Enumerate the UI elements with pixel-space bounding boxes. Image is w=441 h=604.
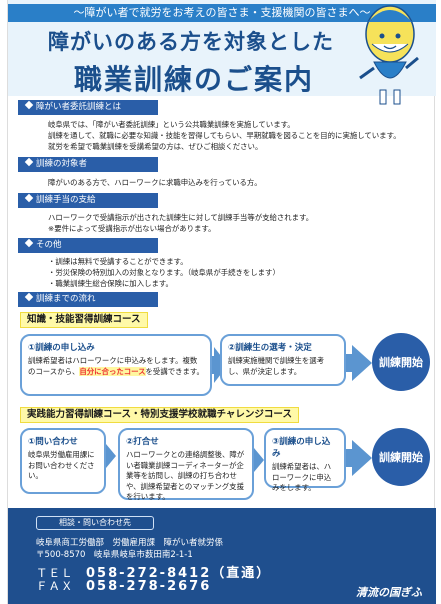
course2-step3-box: ③訓練の申し込み 訓練希望者は、ハローワークに申込みをします。: [264, 428, 346, 492]
course2-step1-title: ①問い合わせ: [28, 437, 78, 447]
diamond-icon: [24, 238, 34, 248]
contact-office: 岐阜県商工労働部 労働雇用課 障がい者就労係: [36, 538, 224, 548]
other-line: ・訓練は無料で受講することができます。: [48, 257, 188, 266]
diamond-icon: [24, 292, 34, 302]
contact-fax: ＦＡＸ 058-278-2676: [36, 579, 212, 594]
other-text: ・訓練は無料で受講することができます。 ・労災保険の特別加入の対象となります。（…: [48, 256, 428, 289]
tagline: ～障がい者で就労をお考えの皆さま・支援機関の皆さまへ～: [8, 4, 436, 22]
arrow-right-icon: [106, 444, 116, 468]
course2-step3-title: ③訓練の申し込み: [272, 437, 331, 459]
course2-step3-body: 訓練希望者は、ハローワークに申込みをします。: [272, 462, 332, 492]
course1-step1-box: ①訓練の申し込み 訓練希望者はハローワークに申込みをします。複数のコースから、自…: [20, 334, 212, 396]
target-text: 障がいのある方で、ハローワークに求職申込みを行っている方。: [48, 177, 428, 188]
prefecture-logo: 清流の国ぎふ: [356, 586, 422, 599]
arrow-right-icon: [352, 440, 372, 476]
arrow-right-icon: [352, 345, 372, 381]
diamond-icon: [24, 157, 34, 167]
diamond-icon: [24, 193, 34, 203]
contact-footer: 相談・問い合わせ先 岐阜県商工労働部 労働雇用課 障がい者就労係 〒500-85…: [8, 508, 436, 604]
diamond-icon: [24, 100, 34, 110]
flyer-page: ～障がい者で就労をお考えの皆さま・支援機関の皆さまへ～ 障がいのある方を対象とし…: [7, 0, 436, 604]
target-line: 障がいのある方で、ハローワークに求職申込みを行っている方。: [48, 178, 262, 187]
mascot-illustration: [359, 5, 419, 105]
course1-step2-title: ②訓練生の選考・決定: [228, 343, 312, 353]
course2-step2-title: ②打合せ: [126, 437, 159, 447]
course1-step1-body: 訓練希望者はハローワークに申込みをします。複数のコースから、自分に合ったコースを…: [28, 356, 204, 376]
about-line: 訓練を通して、就職に必要な知識・技能を習得してもらい、早期就職を図ることを目的に…: [48, 131, 401, 140]
course2-banner: 実践能力習得訓練コース・特別支援学校就職チャレンジコース: [20, 407, 299, 423]
course1-step2-body: 訓練実施機関で訓練生を選考し、県が決定します。: [228, 356, 325, 376]
section-header-target: 訓練の対象者: [18, 157, 158, 172]
about-line: 就労を希望で職業訓練を受講希望の方は、ぜひご相談ください。: [48, 142, 263, 151]
other-line: ・労災保険の特別加入の対象となります。（岐阜県が手続きをします）: [48, 268, 280, 277]
course1-step1-title: ①訓練の申し込み: [28, 343, 95, 353]
section-header-other: その他: [18, 238, 158, 253]
section-header-flow: 訓練までの流れ: [18, 292, 158, 307]
course2-start-badge: 訓練開始: [372, 428, 430, 486]
course1-start-badge: 訓練開始: [372, 333, 430, 391]
header: ～障がい者で就労をお考えの皆さま・支援機関の皆さまへ～ 障がいのある方を対象とし…: [8, 0, 436, 105]
arrow-right-icon: [254, 448, 264, 472]
course2-step2-box: ②打合せ ハローワークとの連絡調整後、障がい者職業訓練コーディネーターが企業等を…: [118, 428, 254, 501]
other-line: ・職業訓練生総合保険に加入します。: [48, 279, 173, 288]
highlight-text: 自分に合ったコース: [79, 366, 146, 376]
allowance-line: ※要件によって受講指示が出ない場合があります。: [48, 224, 216, 233]
course1-banner: 知識・技能習得訓練コース: [20, 312, 148, 328]
course1-step2-box: ②訓練生の選考・決定 訓練実施機関で訓練生を選考し、県が決定します。: [220, 334, 346, 386]
contact-tel: ＴＥＬ 058-272-8412（直通）: [36, 566, 272, 581]
allowance-line: ハローワークで受講指示が出された訓練生に対して訓練手当等が支給されます。: [48, 213, 314, 222]
title-line2: 職業訓練のご案内: [74, 63, 315, 96]
section-header-allowance: 訓練手当の支給: [18, 193, 158, 208]
course2-step1-body: 岐阜県労働雇用課にお問い合わせください。: [28, 450, 95, 480]
contact-address: 〒500-8570 岐阜県岐阜市薮田南2-1-1: [36, 550, 193, 560]
about-text: 岐阜県では、「障がい者委託訓練」という公共職業訓練を実施しています。 訓練を通し…: [48, 119, 428, 152]
title-line1: 障がいのある方を対象とした: [48, 30, 334, 54]
contact-heading: 相談・問い合わせ先: [36, 516, 154, 530]
course2-step2-body: ハローワークとの連絡調整後、障がい者職業訓練コーディネーターが企業等を訪問し、訓…: [126, 450, 245, 501]
about-line: 岐阜県では、「障がい者委託訓練」という公共職業訓練を実施しています。: [48, 120, 295, 129]
course2-step1-box: ①問い合わせ 岐阜県労働雇用課にお問い合わせください。: [20, 428, 106, 494]
allowance-text: ハローワークで受講指示が出された訓練生に対して訓練手当等が支給されます。 ※要件…: [48, 212, 428, 234]
section-header-about: 障がい者委託訓練とは: [18, 100, 158, 115]
